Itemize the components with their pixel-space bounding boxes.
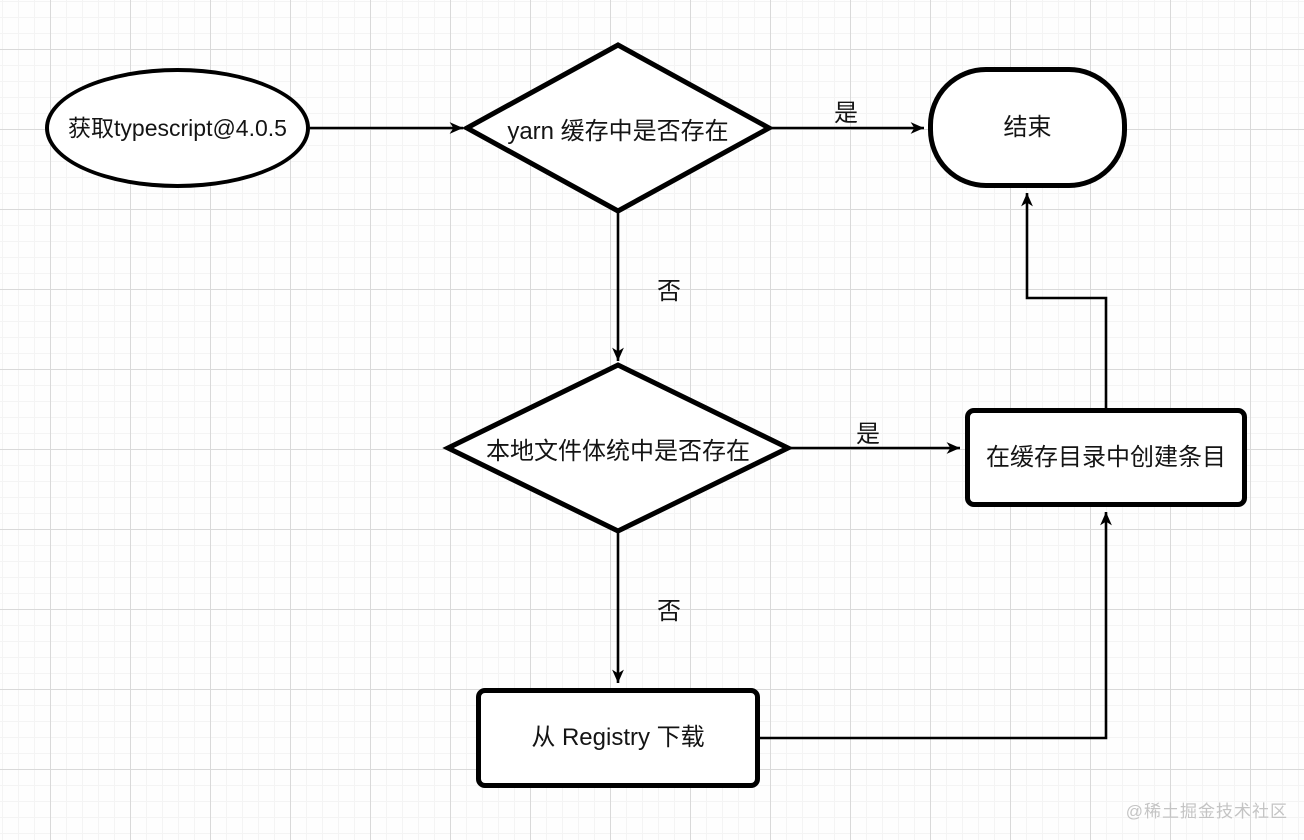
decision-yarn-cache-shape: [461, 42, 775, 214]
edge-create-entry-to-end: [1021, 193, 1108, 408]
node-create-cache-entry-label: 在缓存目录中创建条目: [986, 443, 1226, 471]
edge-label-yarn-no: 否: [657, 277, 681, 305]
node-start-ellipse: 获取typescript@4.0.5: [45, 68, 310, 188]
node-download-registry-label: 从 Registry 下载: [531, 724, 705, 751]
edge-label-local-yes: 是: [856, 420, 880, 448]
edge-label-yarn-yes: 是: [834, 99, 858, 127]
edge-download-to-create-entry: [760, 512, 1112, 740]
node-start-label: 获取typescript@4.0.5: [68, 114, 287, 141]
watermark: @稀土掘金技术社区: [1125, 802, 1288, 821]
node-download-registry: 从 Registry 下载: [476, 688, 760, 788]
edge-label-local-no: 否: [657, 597, 681, 625]
node-end-label: 结束: [1003, 113, 1052, 141]
node-end-terminator: 结束: [928, 67, 1127, 188]
decision-local-fs-shape: [442, 362, 794, 534]
decision-local-fs-label: 本地文件体统中是否存在: [486, 437, 750, 465]
node-create-cache-entry: 在缓存目录中创建条目: [965, 408, 1247, 507]
decision-yarn-cache-label: yarn 缓存中是否存在: [507, 117, 729, 145]
